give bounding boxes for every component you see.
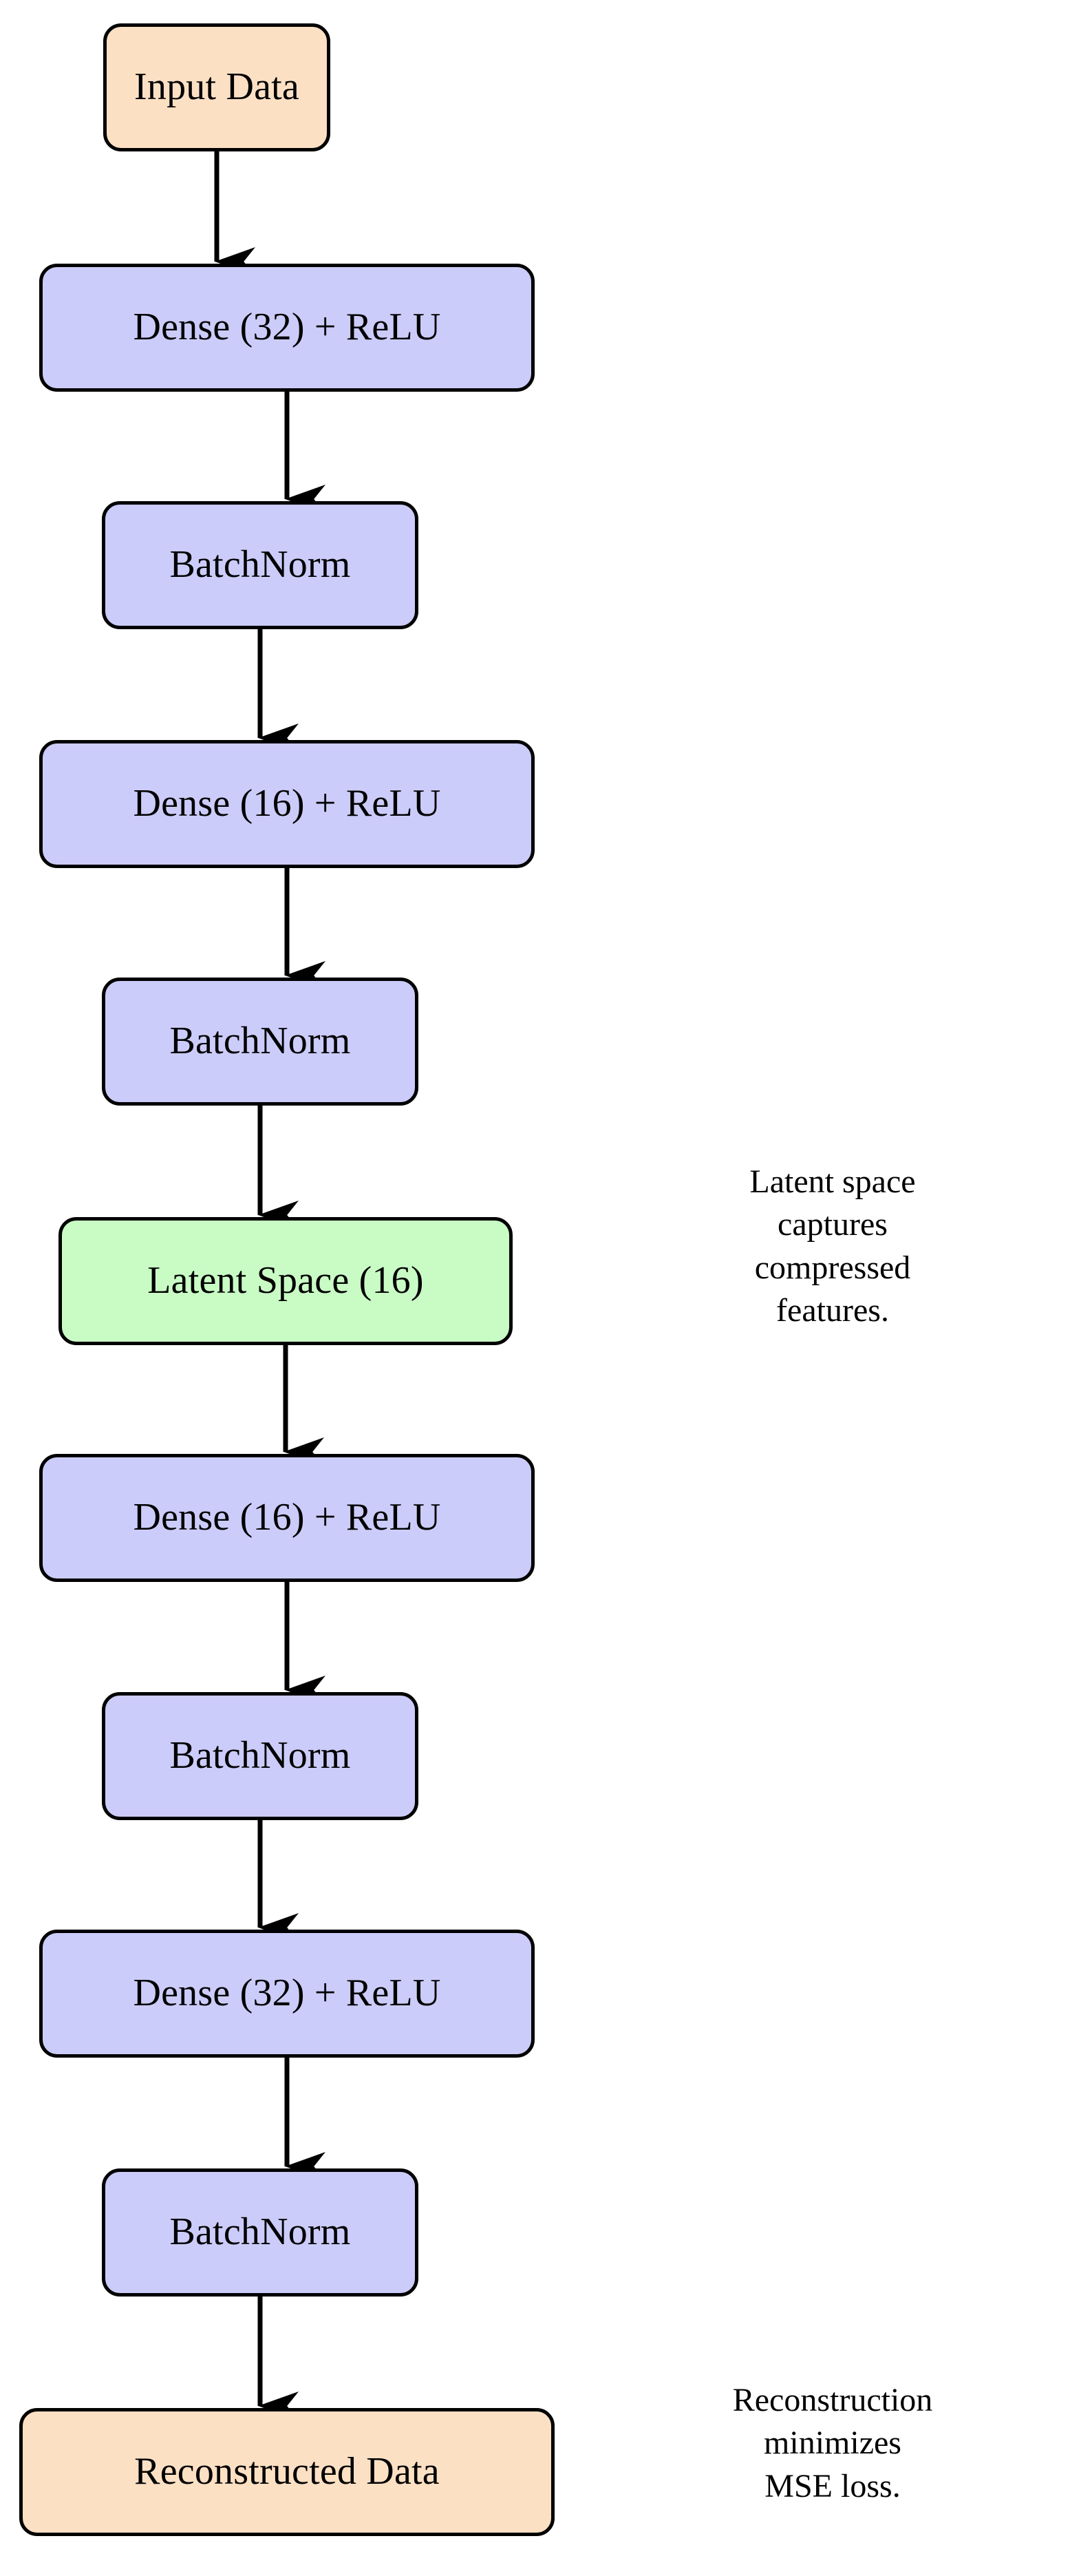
node-output[interactable]: Reconstructed Data (19, 2408, 555, 2536)
node-enc_bn_1[interactable]: BatchNorm (102, 501, 418, 629)
node-dec_bn_2[interactable]: BatchNorm (102, 2168, 418, 2297)
node-enc_dense_16[interactable]: Dense (16) + ReLU (39, 740, 535, 868)
annotation-latent-note: Latent space captures compressed feature… (749, 1163, 916, 1329)
node-label-dec_dense_32: Dense (32) + ReLU (133, 1971, 441, 2014)
node-label-enc_bn_1: BatchNorm (169, 542, 351, 586)
node-input[interactable]: Input Data (103, 23, 330, 151)
node-label-dec_bn_1: BatchNorm (169, 1733, 351, 1777)
node-dec_dense_16[interactable]: Dense (16) + ReLU (39, 1454, 535, 1582)
node-label-input: Input Data (134, 65, 299, 108)
annotation-loss-note: Reconstruction minimizes MSE loss. (732, 2382, 933, 2504)
node-dec_dense_32[interactable]: Dense (32) + ReLU (39, 1930, 535, 2058)
node-label-dec_dense_16: Dense (16) + ReLU (133, 1495, 441, 1539)
node-label-enc_bn_2: BatchNorm (169, 1019, 351, 1062)
node-latent[interactable]: Latent Space (16) (58, 1217, 513, 1345)
node-dec_bn_1[interactable]: BatchNorm (102, 1692, 418, 1820)
node-enc_dense_32[interactable]: Dense (32) + ReLU (39, 264, 535, 392)
node-label-output: Reconstructed Data (134, 2449, 440, 2493)
node-enc_bn_2[interactable]: BatchNorm (102, 978, 418, 1106)
node-label-enc_dense_32: Dense (32) + ReLU (133, 305, 441, 348)
node-label-latent: Latent Space (16) (147, 1258, 424, 1302)
node-label-enc_dense_16: Dense (16) + ReLU (133, 781, 441, 825)
node-label-dec_bn_2: BatchNorm (169, 2210, 351, 2253)
